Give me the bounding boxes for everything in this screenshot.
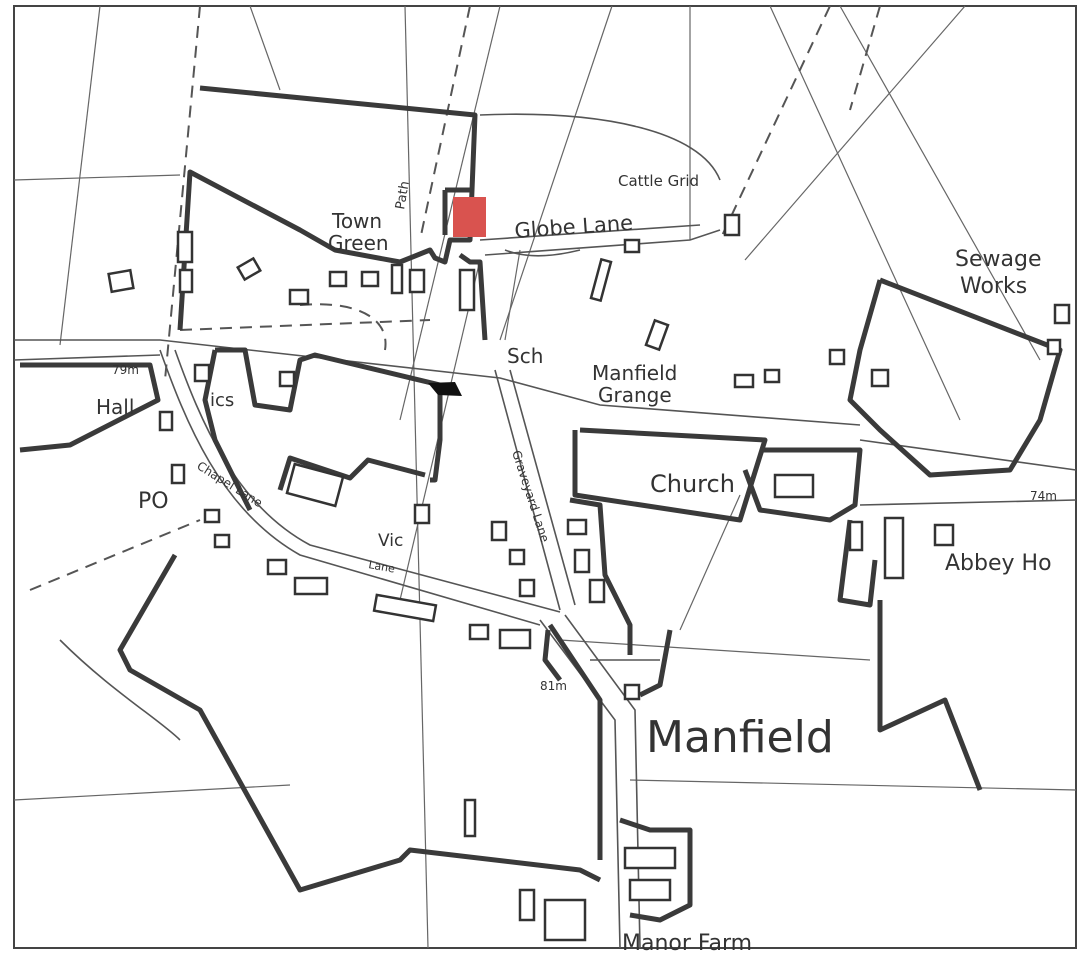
- label-po: PO: [138, 489, 169, 514]
- label-village: Manfield: [646, 712, 834, 763]
- boundaries: [19, 85, 1063, 923]
- highlighted-plot[interactable]: [453, 197, 486, 237]
- label-sewage-2: Works: [960, 274, 1027, 299]
- label-cattle-grid: Cattle Grid: [618, 172, 699, 190]
- label-grange-2: Grange: [598, 383, 672, 407]
- label-lane-1: Lane: [367, 558, 396, 575]
- map-frame: [13, 5, 1077, 949]
- tracks: [29, 5, 881, 591]
- label-ics: ics: [210, 390, 234, 411]
- label-manor-farm: Manor Farm: [622, 931, 752, 956]
- label-grange-1: Manfield: [592, 361, 677, 385]
- label-vic: Vic: [378, 531, 403, 551]
- buildings: [107, 213, 1071, 942]
- label-school: Sch: [507, 344, 543, 368]
- marker-shape: [428, 382, 462, 396]
- label-church: Church: [650, 470, 735, 498]
- label-spot-81: 81m: [540, 679, 567, 693]
- roads: [13, 113, 1077, 949]
- survey-lines: [13, 5, 1077, 949]
- label-town-green-2: Green: [328, 231, 389, 255]
- label-town-green-1: Town: [331, 209, 382, 233]
- label-hall: Hall: [96, 395, 134, 419]
- label-sewage-1: Sewage: [955, 247, 1041, 272]
- label-spot-79: 79m: [112, 363, 139, 377]
- label-spot-74: 74m: [1030, 489, 1057, 503]
- label-abbey: Abbey Ho: [945, 551, 1052, 576]
- label-path: Path: [393, 180, 413, 211]
